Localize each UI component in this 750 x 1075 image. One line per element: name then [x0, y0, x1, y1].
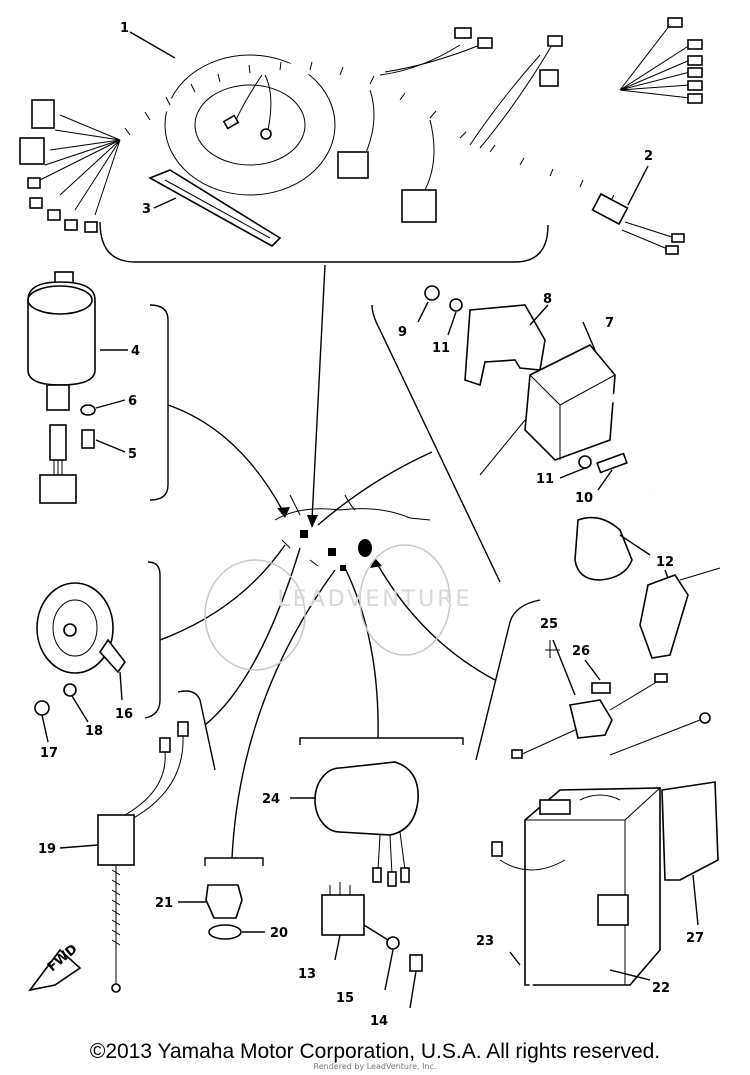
callout-21: 21 [155, 896, 173, 911]
callout-7: 7 [605, 316, 614, 331]
switch-group-bracket [149, 304, 169, 501]
motorcycle-outline [204, 494, 451, 671]
callout-18: 18 [85, 724, 103, 739]
leader-cdi [317, 451, 433, 526]
callout-24: 24 [262, 792, 280, 807]
washer [449, 298, 463, 312]
fwd-arrow-icon: FWD [28, 942, 82, 992]
bracket [464, 304, 546, 387]
leader-switch [167, 404, 286, 516]
callout-22: 22 [652, 981, 670, 996]
relay-group-bracket [299, 737, 464, 745]
neutral-switch [205, 884, 243, 919]
sensor-group-bracket [177, 690, 216, 771]
plug-cap [574, 516, 633, 581]
bolt [34, 700, 50, 716]
fuse [591, 682, 611, 694]
callout-4: 4 [131, 344, 140, 359]
callout-1: 1 [120, 21, 129, 36]
battery-label-sheet [661, 781, 719, 881]
callout-27: 27 [686, 931, 704, 946]
nut [386, 936, 400, 950]
callout-19: 19 [38, 842, 56, 857]
callout-16: 16 [115, 707, 133, 722]
callout-15: 15 [336, 991, 354, 1006]
fuse-holder [569, 699, 613, 739]
leader-relay [344, 567, 379, 739]
callout-20: 20 [270, 926, 288, 941]
leader-sensor [204, 547, 301, 726]
callout-10: 10 [575, 491, 593, 506]
callout-26: 26 [572, 644, 590, 659]
relay [321, 882, 365, 936]
callout-12: 12 [656, 555, 674, 570]
horn [36, 582, 126, 674]
rendered-by-text: Rendered by LeadVenture, Inc. [313, 1062, 437, 1071]
callout-25: 25 [540, 617, 558, 632]
leader-battery [374, 559, 496, 681]
ignition-coil [479, 344, 707, 498]
wire-harness [19, 17, 703, 255]
leader-neutral [231, 569, 336, 859]
sensor-cable [97, 721, 189, 993]
leader-horn [159, 544, 286, 641]
leader-harness [311, 264, 326, 521]
callout-17: 17 [40, 746, 58, 761]
washer [63, 683, 77, 697]
callout-8: 8 [543, 292, 552, 307]
bolt [596, 452, 628, 474]
plug-cap-boot [639, 574, 689, 659]
neutral-group-bracket [204, 857, 264, 866]
callout-11a: 11 [432, 341, 450, 356]
copyright-text: ©2013 Yamaha Motor Corporation, U.S.A. A… [89, 1040, 661, 1063]
callout-23: 23 [476, 934, 494, 949]
callout-6: 6 [128, 394, 137, 409]
arrow-head [370, 558, 382, 568]
regulator [314, 761, 419, 887]
callout-2: 2 [644, 149, 653, 164]
callout-11b: 11 [536, 472, 554, 487]
cdi-group-bracket [371, 304, 501, 583]
bolt [424, 285, 440, 301]
arrow-head [307, 515, 318, 528]
main-switch [27, 271, 96, 504]
nut [80, 404, 96, 416]
callout-14: 14 [370, 1014, 388, 1029]
callout-labels: 1 2 3 4 5 6 7 8 9 10 11 11 12 13 14 15 1… [38, 21, 704, 1029]
callout-5: 5 [128, 447, 137, 462]
callout-3: 3 [142, 202, 151, 217]
harness-group-bracket [99, 221, 549, 263]
horn-group-bracket [144, 561, 161, 719]
callout-9: 9 [398, 325, 407, 340]
callout-13: 13 [298, 967, 316, 982]
washer [578, 455, 592, 469]
watermark-text: LEADVENTURE [278, 587, 473, 612]
gasket [208, 924, 242, 940]
arrow-head [277, 507, 290, 518]
battery [524, 787, 661, 986]
fuse-group-bracket [475, 599, 541, 761]
screw [81, 429, 95, 449]
screw [409, 954, 423, 972]
